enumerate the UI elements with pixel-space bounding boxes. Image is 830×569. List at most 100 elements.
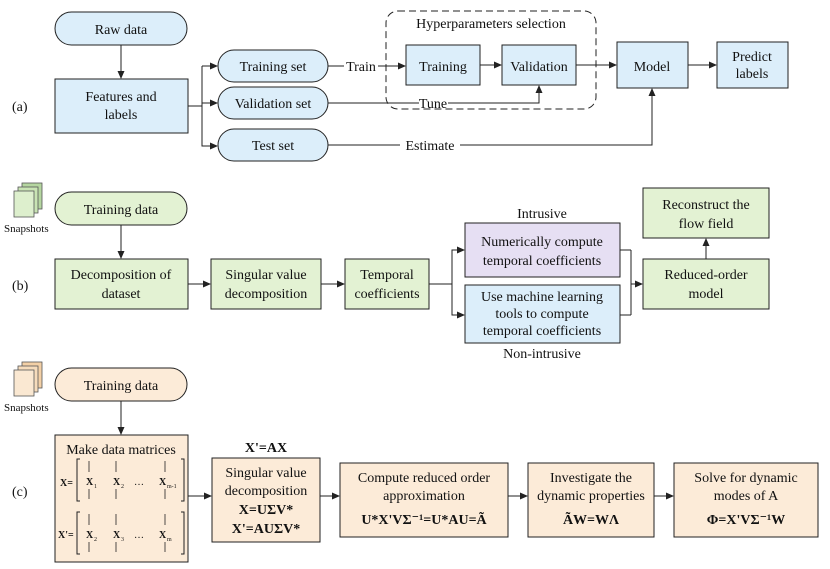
svg-text:Validation: Validation: [510, 60, 568, 75]
svg-text:temporal coefficients: temporal coefficients: [483, 254, 601, 269]
svg-text:ÃW=WΛ: ÃW=WΛ: [563, 510, 619, 528]
svg-text:Singular value: Singular value: [225, 466, 306, 481]
svg-text:model: model: [689, 287, 724, 302]
solve-modes-node: Solve for dynamic modes of A Φ=X'VΣ⁻¹W: [673, 462, 819, 538]
svg-text:X=: X=: [60, 478, 73, 489]
svg-text:3: 3: [121, 537, 124, 543]
svg-text:Decomposition of: Decomposition of: [71, 268, 172, 283]
svg-text:Model: Model: [634, 60, 671, 75]
svg-text:Raw data: Raw data: [95, 23, 148, 38]
hyperparameters-title: Hyperparameters selection: [416, 17, 566, 32]
svg-text:Make data matrices: Make data matrices: [66, 443, 176, 458]
svg-text:Training: Training: [419, 60, 467, 75]
model-node: Model: [616, 41, 689, 89]
svg-text:tools to compute: tools to compute: [495, 307, 588, 322]
svg-text:temporal coefficients: temporal coefficients: [483, 324, 601, 339]
svg-text:flow field: flow field: [679, 217, 734, 232]
svg-text:dataset: dataset: [102, 287, 141, 302]
panel-c-label: (c): [12, 485, 28, 500]
predict-labels-node: Predict labels: [716, 41, 789, 89]
temporal-coefficients-node: Temporal coefficients: [344, 258, 430, 310]
training-data-node-c: Training data: [54, 367, 188, 402]
svg-text:Predict: Predict: [732, 50, 772, 65]
panel-a-label: (a): [12, 100, 28, 115]
data-matrices-node: Make data matrices X= X 1 X 2 … X m-1 X'…: [54, 434, 189, 563]
svg-text:Features and: Features and: [85, 90, 156, 105]
tune-label: Tune: [419, 97, 447, 112]
edge-tune-right: [448, 85, 543, 104]
svg-text:X: X: [159, 477, 167, 488]
investigate-dynamics-node: Investigate the dynamic properties ÃW=WΛ: [527, 462, 655, 538]
features-labels-node: Features and labels: [54, 78, 189, 134]
svg-text:Training set: Training set: [240, 60, 307, 75]
svg-text:Test set: Test set: [252, 139, 294, 154]
svg-text:m-1: m-1: [167, 484, 177, 490]
estimate-label: Estimate: [406, 139, 455, 154]
svg-text:decomposition: decomposition: [225, 287, 307, 302]
svg-text:Solve for dynamic: Solve for dynamic: [694, 471, 797, 486]
training-set-node: Training set: [217, 49, 329, 83]
test-set-node: Test set: [217, 128, 329, 162]
svg-text:Temporal: Temporal: [360, 268, 414, 283]
svg-text:2: 2: [94, 537, 97, 543]
raw-data-node: Raw data: [54, 11, 188, 46]
edge-features-split-up: [188, 66, 203, 107]
svg-text:decomposition: decomposition: [225, 484, 307, 499]
snapshots-label-b: Snapshots: [4, 223, 49, 235]
edge-to-numerical: [451, 246, 465, 284]
reconstruct-flow-node: Reconstruct the flow field: [642, 187, 770, 239]
training-node: Training: [405, 44, 481, 86]
svg-text:coefficients: coefficients: [354, 287, 419, 302]
svg-text:X=UΣV*: X=UΣV*: [239, 503, 293, 518]
svg-text:labels: labels: [105, 108, 138, 123]
nonintrusive-label: Non-intrusive: [503, 347, 581, 362]
svg-text:Validation set: Validation set: [235, 97, 312, 112]
edge-estimate-right: [460, 88, 656, 146]
compute-approximation-node: Compute reduced order approximation U*X'…: [339, 462, 509, 538]
decomposition-node: Decomposition of dataset: [54, 258, 189, 310]
edge-to-test-set: [201, 106, 218, 150]
svg-text:X: X: [86, 477, 94, 488]
svg-text:Reduced-order: Reduced-order: [664, 268, 748, 283]
svg-text:Training data: Training data: [84, 379, 159, 394]
svg-text:modes of A: modes of A: [714, 489, 779, 504]
xax-equation: X'=AX: [245, 441, 287, 456]
hyperparameters-group: [385, 10, 597, 110]
svd-node-b: Singular value decomposition: [210, 258, 322, 310]
snapshots-label-c: Snapshots: [4, 402, 49, 414]
svg-text:Φ=X'VΣ⁻¹W: Φ=X'VΣ⁻¹W: [707, 513, 785, 528]
validation-node: Validation: [501, 44, 577, 86]
svg-text:Use machine learning: Use machine learning: [481, 290, 603, 305]
svg-text:…: …: [134, 477, 144, 488]
ml-compute-node: Use machine learning tools to compute te…: [464, 284, 621, 344]
intrusive-label: Intrusive: [517, 207, 567, 222]
reduced-order-model-node: Reduced-order model: [642, 258, 770, 310]
svd-node-c: Singular value decomposition X=UΣV* X'=A…: [211, 457, 321, 543]
svg-text:1: 1: [94, 484, 97, 490]
svg-text:X: X: [113, 530, 121, 541]
svg-text:Investigate the: Investigate the: [550, 471, 632, 486]
svg-text:X: X: [86, 530, 94, 541]
svg-text:U*X'VΣ⁻¹=U*AU=Ã: U*X'VΣ⁻¹=U*AU=Ã: [361, 510, 487, 528]
numerical-compute-node: Numerically compute temporal coefficient…: [464, 222, 621, 278]
svg-text:Reconstruct the: Reconstruct the: [662, 198, 749, 213]
svg-text:Training data: Training data: [84, 203, 159, 218]
train-label: Train: [346, 60, 376, 75]
svg-text:…: …: [134, 530, 144, 541]
snapshots-icon-b: [13, 182, 43, 218]
svg-text:X'=: X'=: [58, 530, 74, 541]
svg-text:X: X: [113, 477, 121, 488]
svg-text:Singular value: Singular value: [225, 268, 306, 283]
panel-b-label: (b): [12, 279, 29, 294]
snapshots-icon-c: [13, 361, 43, 397]
svg-text:Numerically compute: Numerically compute: [481, 235, 603, 250]
validation-set-node: Validation set: [217, 86, 329, 120]
svg-text:Compute reduced order: Compute reduced order: [358, 471, 491, 486]
svg-text:X: X: [159, 530, 167, 541]
edge-to-ml: [451, 284, 465, 319]
svg-text:labels: labels: [736, 67, 769, 82]
svg-text:X'=AUΣV*: X'=AUΣV*: [232, 522, 300, 537]
svg-text:dynamic properties: dynamic properties: [537, 489, 645, 504]
svg-text:approximation: approximation: [383, 489, 465, 504]
